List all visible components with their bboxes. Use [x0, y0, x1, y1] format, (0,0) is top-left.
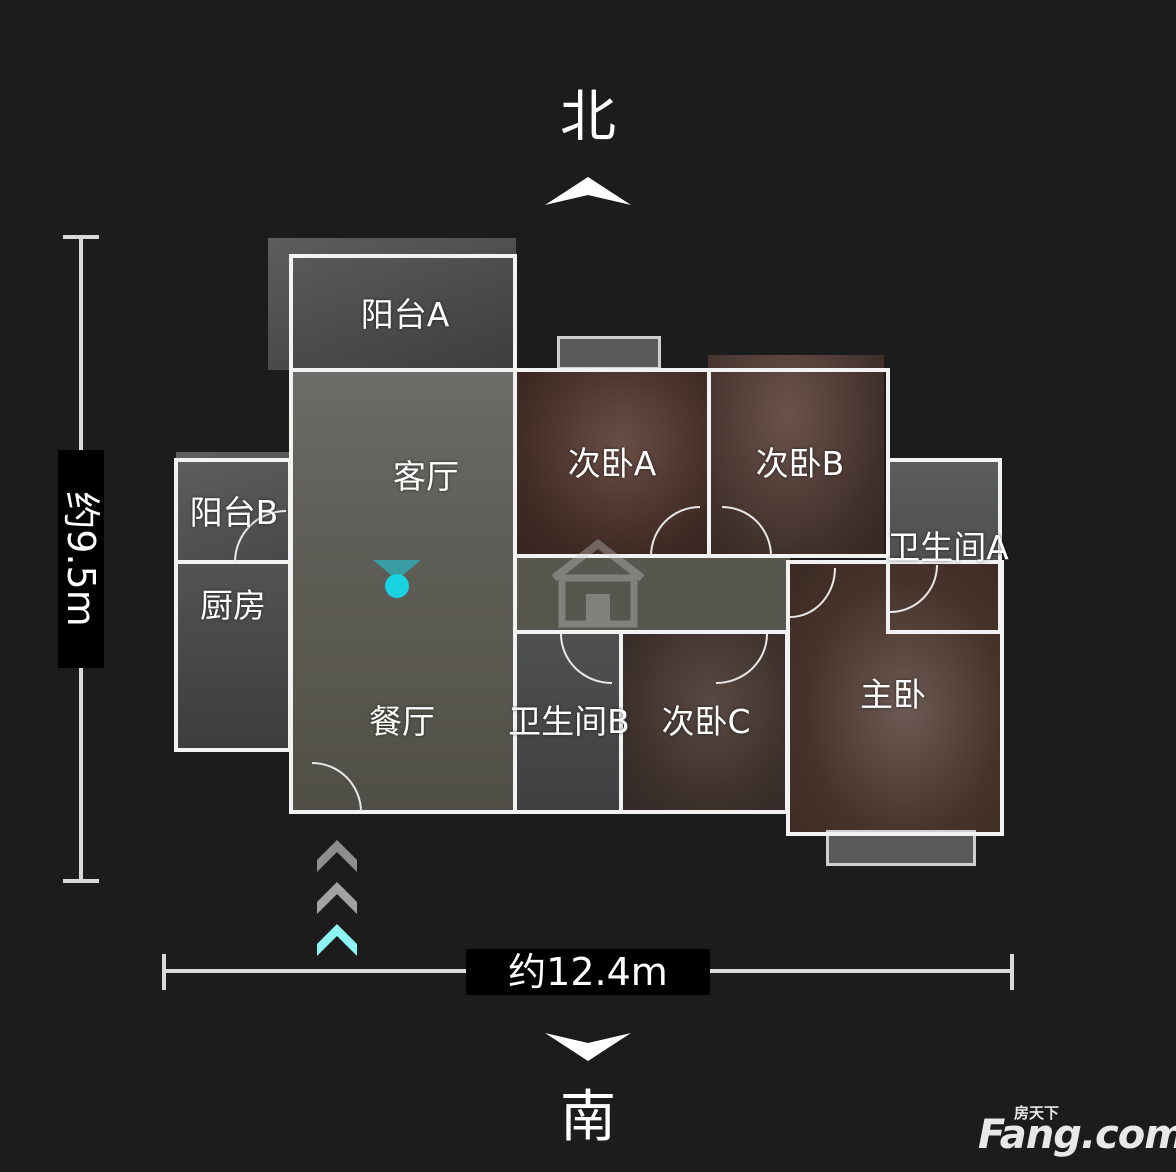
brand-cn-text: 房天下 — [1014, 1104, 1060, 1122]
master-bedroom-label: 主卧 — [860, 675, 926, 714]
bedroom-a-window — [557, 336, 661, 370]
balcony-a-floor — [268, 238, 516, 370]
kitchen-floor — [176, 562, 290, 750]
master-bedroom-outline — [786, 560, 1004, 836]
dining-room-label: 餐厅 — [369, 702, 435, 741]
bathroom-b-label: 卫生间B — [508, 702, 630, 741]
balcony-b-label: 阳台B — [189, 493, 279, 532]
south-arrow-icon — [545, 1033, 631, 1061]
north-label: 北 — [560, 85, 616, 150]
bedroom-b-label: 次卧B — [755, 444, 845, 483]
bathroom-a-outline — [886, 458, 1002, 634]
height-dimension-label: 约9.5m — [58, 450, 104, 668]
north-arrow-icon — [545, 177, 631, 205]
balcony-a-outline — [289, 254, 517, 372]
living-room-label: 客厅 — [393, 457, 459, 496]
width-dimension-label: 约12.4m — [466, 949, 710, 995]
kitchen-outline — [174, 560, 292, 752]
bedroom-c-label: 次卧C — [661, 702, 751, 741]
bathroom-a-label: 卫生间A — [887, 528, 1009, 567]
corridor-floor — [514, 556, 790, 632]
brand-logo-text: Fang.com — [978, 1112, 1176, 1158]
master-bedroom-window — [826, 830, 976, 866]
viewpoint-marker-icon[interactable] — [365, 558, 429, 606]
width-dimension-cap-right — [1010, 954, 1014, 990]
bedroom-a-label: 次卧A — [567, 444, 657, 483]
balcony-a-label: 阳台A — [360, 295, 450, 334]
south-label: 南 — [560, 1085, 616, 1150]
kitchen-label: 厨房 — [200, 586, 266, 625]
height-dimension-cap-bottom — [63, 879, 99, 883]
house-watermark-icon — [551, 538, 645, 628]
entry-chevron-icon — [317, 840, 357, 956]
